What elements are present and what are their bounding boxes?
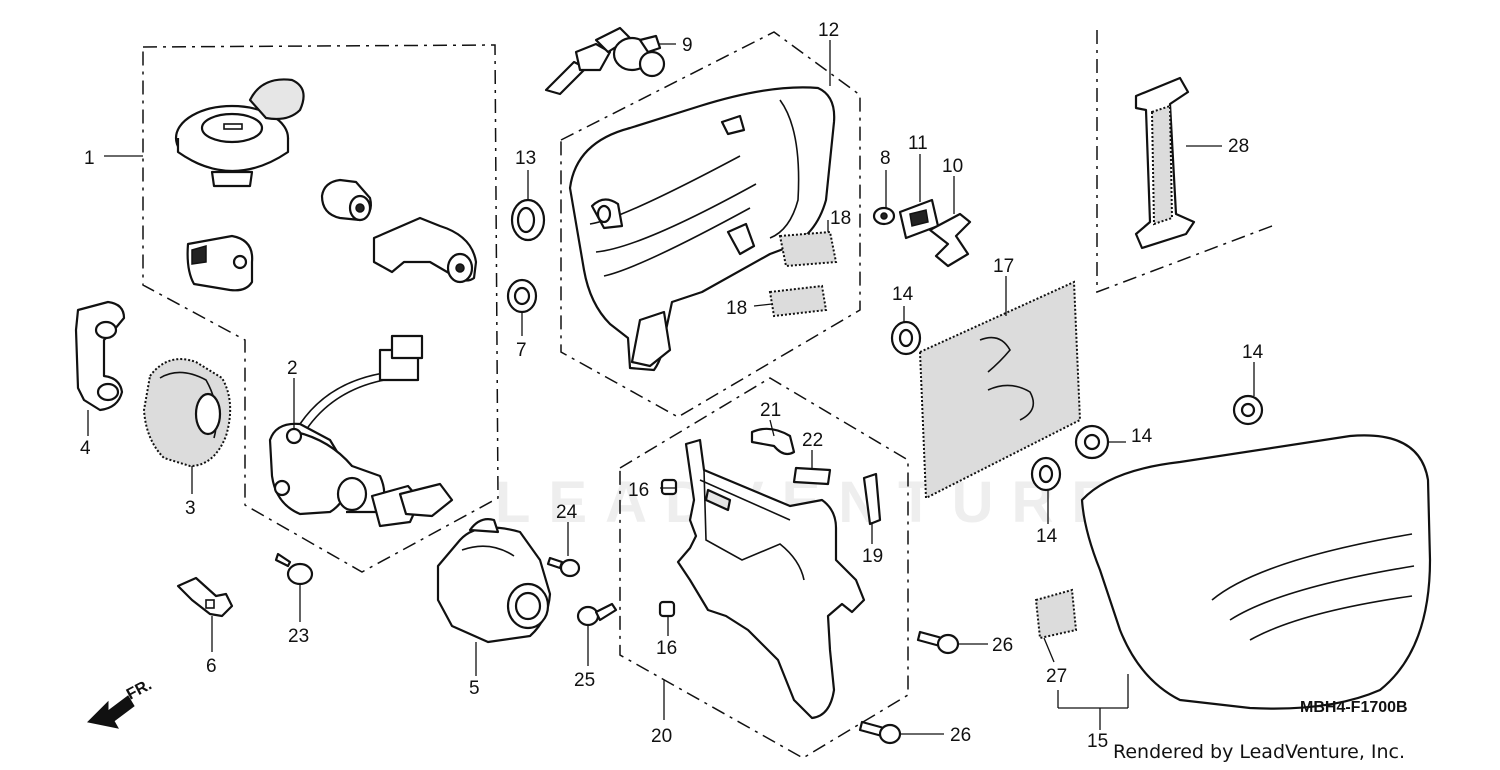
callout-18-b: 18 [726, 298, 747, 319]
strap-19-icon[interactable] [862, 472, 882, 526]
callout-2: 2 [287, 358, 298, 379]
callout-22: 22 [802, 430, 823, 451]
callout-9: 9 [682, 35, 693, 56]
ignition-cover-icon[interactable] [436, 518, 552, 644]
nut-8-icon[interactable] [872, 206, 896, 226]
ignition-switch-icon[interactable] [268, 334, 454, 528]
callout-21: 21 [760, 400, 781, 421]
right-side-cover-icon[interactable] [1080, 434, 1432, 710]
group-12-outline [560, 31, 861, 418]
callout-24: 24 [556, 502, 578, 523]
group-28-outline [1096, 30, 1273, 294]
clip-21-icon[interactable] [750, 427, 796, 456]
callout-19: 19 [862, 546, 883, 567]
bolt-24-icon[interactable] [546, 556, 581, 578]
callout-13: 13 [515, 148, 536, 169]
key-set-9-icon[interactable] [544, 26, 666, 96]
callout-25: 25 [574, 670, 595, 691]
label-27-icon[interactable] [1034, 588, 1078, 640]
callout-15: 15 [1087, 731, 1108, 752]
callout-3: 3 [185, 498, 196, 519]
front-direction-arrow-icon [86, 695, 135, 729]
left-side-cover-icon[interactable] [568, 86, 836, 372]
callout-18-a: 18 [830, 208, 851, 229]
grommet-14b-icon[interactable] [1232, 394, 1264, 426]
callout-4: 4 [80, 438, 91, 459]
callout-1: 1 [84, 148, 95, 169]
grommet-14c-icon[interactable] [1074, 424, 1110, 460]
callout-8: 8 [880, 148, 891, 169]
clip-11-icon[interactable] [898, 198, 940, 240]
callout-26-a: 26 [992, 635, 1013, 656]
grommet-14a-icon[interactable] [890, 320, 922, 356]
callout-17: 17 [993, 256, 1014, 277]
callout-16-a: 16 [628, 480, 649, 501]
lock-plate-icon[interactable] [74, 300, 126, 412]
trim-28-icon[interactable] [1134, 76, 1196, 250]
diagram-code: MBH4-F1700B [1300, 699, 1408, 716]
group-1-outline [142, 44, 499, 573]
callout-26-b: 26 [950, 725, 971, 746]
grommet-7-icon[interactable] [506, 278, 538, 314]
grommet-13-icon[interactable] [510, 198, 546, 242]
callout-14-b: 14 [1242, 342, 1264, 363]
fuel-cap-icon[interactable] [174, 78, 305, 188]
callout-14-a: 14 [892, 284, 914, 305]
seat-lock-cylinder-icon[interactable] [320, 178, 372, 222]
screw-23-icon[interactable] [274, 552, 314, 586]
callout-11: 11 [908, 133, 928, 154]
bolt-26a-icon[interactable] [916, 630, 960, 655]
callout-14-d: 14 [1036, 526, 1058, 547]
band-22-icon[interactable] [792, 466, 832, 486]
group-20-outline [619, 377, 909, 759]
leader-lines [87, 40, 1255, 735]
filter-sheet-17-icon[interactable] [918, 280, 1082, 500]
nut-16b-icon[interactable] [658, 600, 676, 618]
pad-18b-icon[interactable] [768, 284, 828, 318]
lock-rotor-icon[interactable] [142, 358, 232, 468]
callout-28: 28 [1228, 136, 1249, 157]
lock-holder-icon[interactable] [186, 234, 254, 292]
inner-bracket-20-icon[interactable] [676, 438, 866, 720]
lock-bracket-icon[interactable] [372, 216, 478, 284]
callout-20: 20 [651, 726, 672, 747]
callout-10: 10 [942, 156, 963, 177]
credit-text: Rendered by LeadVenture, Inc. [1113, 741, 1405, 763]
callout-27: 27 [1046, 666, 1067, 687]
bolt-25-icon[interactable] [576, 602, 618, 627]
key-icon[interactable] [176, 576, 234, 618]
callout-5: 5 [469, 678, 480, 699]
callout-12: 12 [818, 20, 839, 41]
nut-16a-icon[interactable] [660, 478, 678, 496]
callout-6: 6 [206, 656, 217, 677]
bolt-26b-icon[interactable] [858, 720, 902, 745]
callout-16-b: 16 [656, 638, 677, 659]
callout-23: 23 [288, 626, 309, 647]
callout-7: 7 [516, 340, 527, 361]
grommet-14d-icon[interactable] [1030, 456, 1062, 492]
pad-18a-icon[interactable] [778, 230, 838, 268]
callout-14-c: 14 [1131, 426, 1153, 447]
bracket-10-icon[interactable] [928, 212, 972, 268]
